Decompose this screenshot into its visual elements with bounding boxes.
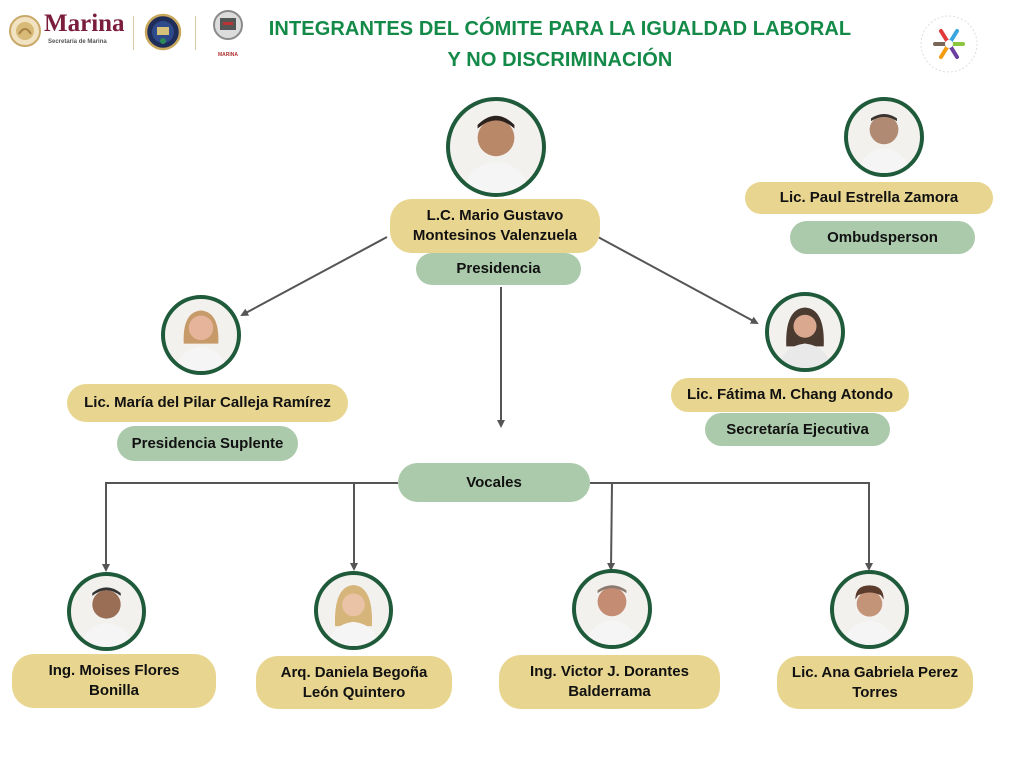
- vocal-name-line-1: Arq. Daniela Begoña: [280, 663, 428, 681]
- person-avatar-icon: [462, 115, 530, 193]
- page-title: INTEGRANTES DEL CÓMITE PARA LA IGUALDAD …: [250, 14, 870, 76]
- port-authority-logo-icon: [213, 10, 243, 40]
- person-avatar-icon: [327, 584, 380, 646]
- logo-divider: [195, 16, 196, 50]
- title-line-2: Y NO DISCRIMINACIÓN: [447, 49, 673, 71]
- vocal-photo: [572, 569, 652, 649]
- president-photo: [446, 97, 546, 197]
- vocales-branch-right: [590, 482, 873, 571]
- arrow-to-secretary: [597, 236, 759, 324]
- naval-seal-icon: [144, 13, 182, 51]
- third-logo-caption: MARINA: [218, 52, 238, 58]
- title-line-1: INTEGRANTES DEL CÓMITE PARA LA IGUALDAD …: [268, 18, 852, 40]
- president-role-pill: Presidencia: [416, 253, 581, 285]
- person-avatar-icon: [586, 585, 638, 645]
- executive-secretary-name-pill: Lic. Fátima M. Chang Atondo: [671, 378, 909, 412]
- logo-divider: [133, 16, 134, 50]
- vocal-photo: [314, 571, 393, 650]
- president-name-line-1: L.C. Mario Gustavo: [426, 207, 564, 224]
- coat-of-arms-icon: [9, 15, 41, 47]
- person-avatar-icon: [175, 310, 227, 371]
- vocal-name-line-1: Ing. Moises Flores: [48, 662, 180, 679]
- deputy-president-photo: [161, 295, 241, 375]
- person-avatar-icon: [843, 585, 896, 645]
- marina-wordmark: Marina: [44, 10, 125, 37]
- vocal-name-line-2: Balderrama: [568, 683, 651, 700]
- vocal-name-line-2: Torres: [852, 683, 898, 701]
- person-avatar-icon: [80, 587, 133, 647]
- vocal-name-line-1: Ing. Victor J. Dorantes: [530, 663, 689, 680]
- president-name-line-2: Montesinos Valenzuela: [412, 227, 578, 244]
- vocales-branch-left: [102, 482, 398, 572]
- ombudsperson-role-pill: Ombudsperson: [790, 221, 975, 254]
- vocal-name-pill: Arq. Daniela Begoña León Quintero: [256, 656, 452, 709]
- deputy-president-name-pill: Lic. María del Pilar Calleja Ramírez: [67, 384, 348, 422]
- ombudsperson-photo: [844, 97, 924, 177]
- marina-subtitle: Secretaría de Marina: [48, 39, 107, 45]
- norma-igualdad-logo-icon: [920, 15, 978, 73]
- president-name-pill: L.C. Mario Gustavo Montesinos Valenzuela: [390, 199, 600, 253]
- vocal-name-pill: Ing. Moises Flores Bonilla: [12, 654, 216, 708]
- person-avatar-icon: [858, 113, 910, 173]
- executive-secretary-role-pill: Secretaría Ejecutiva: [705, 413, 890, 446]
- arrow-to-deputy: [240, 236, 388, 316]
- vocal-name-line-1: Lic. Ana Gabriela Perez: [791, 663, 959, 681]
- vocales-label-pill: Vocales: [398, 463, 590, 502]
- logo-group: Marina Secretaría de Marina MARINA: [6, 10, 256, 60]
- vocal-name-pill: Ing. Victor J. Dorantes Balderrama: [499, 655, 720, 709]
- vocal-photo: [830, 570, 909, 649]
- deputy-president-role-pill: Presidencia Suplente: [117, 426, 298, 461]
- vocal-name-line-2: León Quintero: [302, 683, 406, 701]
- vocal-photo: [67, 572, 146, 651]
- ombudsperson-name-pill: Lic. Paul Estrella Zamora: [745, 182, 993, 214]
- vocal-name-pill: Lic. Ana Gabriela Perez Torres: [777, 656, 973, 709]
- vocales-branch-3: [607, 482, 616, 571]
- executive-secretary-photo: [765, 292, 845, 372]
- vocal-name-line-2: Bonilla: [88, 682, 139, 699]
- person-avatar-icon: [779, 307, 831, 368]
